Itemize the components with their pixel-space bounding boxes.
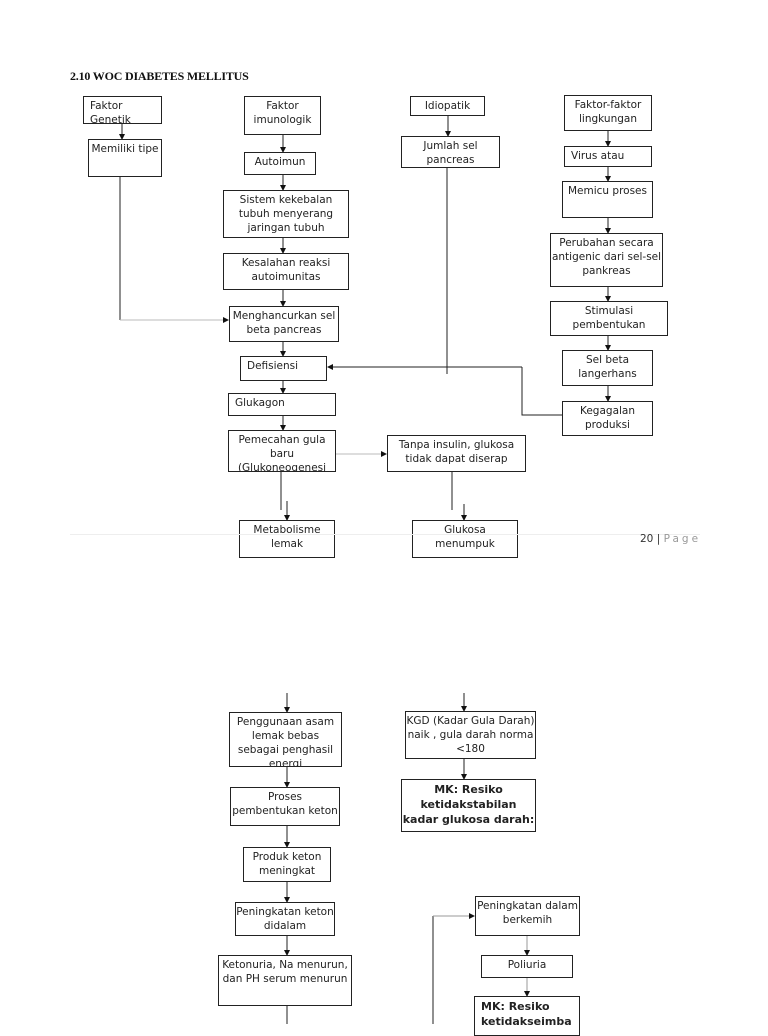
box-kegagalan-produksi: Kegagalan produksi: [562, 401, 653, 436]
box-mk-ketidakstabilan-glukosa: MK: Resiko ketidakstabilan kadar glukosa…: [401, 779, 536, 832]
page-divider: [70, 534, 700, 535]
box-perubahan-antigenic: Perubahan secara antigenic dari sel-sel …: [550, 233, 663, 287]
box-jumlah-sel: Jumlah sel pancreas: [401, 136, 500, 168]
page-number: 20 | Page: [640, 533, 701, 545]
document-heading: 2.10 WOC DIABETES MELLITUS: [70, 69, 249, 83]
box-penggunaan-asam-lemak: Penggunaan asam lemak bebas sebagai peng…: [229, 712, 342, 767]
box-poliuria: Poliuria: [481, 955, 573, 978]
box-sel-beta-langerhans: Sel beta langerhans: [562, 350, 653, 386]
box-proses-keton: Proses pembentukan keton: [230, 787, 340, 826]
box-idiopatik: Idiopatik: [410, 96, 485, 116]
box-virus-atau: Virus atau: [564, 146, 652, 167]
box-menghancurkan-sel-beta: Menghancurkan sel beta pancreas: [229, 306, 339, 342]
box-glukagon: Glukagon: [228, 393, 336, 416]
box-defisiensi: Defisiensi: [240, 356, 327, 381]
box-memicu-proses: Memicu proses: [562, 181, 653, 218]
box-metabolisme-lemak: Metabolisme lemak: [239, 520, 335, 558]
box-sistem-kekebalan: Sistem kekebalan tubuh menyerang jaringa…: [223, 190, 349, 238]
box-produk-keton: Produk keton meningkat: [243, 847, 331, 882]
box-ketonuria: Ketonuria, Na menurun, dan PH serum menu…: [218, 955, 352, 1006]
page-number-value: 20: [640, 533, 654, 545]
box-faktor-lingkungan: Faktor-faktor lingkungan: [564, 95, 652, 131]
box-memiliki-tipe: Memiliki tipe: [88, 139, 162, 177]
box-autoimun: Autoimun: [244, 152, 316, 175]
box-glukosa-menumpuk: Glukosa menumpuk: [412, 520, 518, 558]
page-label: Page: [663, 533, 702, 545]
box-tanpa-insulin: Tanpa insulin, glukosa tidak dapat diser…: [387, 435, 526, 472]
box-mk-ketidakseimbangan: MK: Resiko ketidakseimba: [474, 996, 580, 1036]
box-peningkatan-keton: Peningkatan keton didalam: [235, 902, 335, 936]
box-peningkatan-berkemih: Peningkatan dalam berkemih: [475, 896, 580, 936]
box-kesalahan-reaksi: Kesalahan reaksi autoimunitas: [223, 253, 349, 290]
box-faktor-imunologik: Faktor imunologik: [244, 96, 321, 135]
box-faktor-genetik: Faktor Genetik: [83, 96, 162, 124]
box-stimulasi: Stimulasi pembentukan: [550, 301, 668, 336]
box-pemecahan-gula: Pemecahan gula baru (Glukoneogenesi: [228, 430, 336, 472]
page-number-separator: |: [656, 533, 661, 545]
box-kgd: KGD (Kadar Gula Darah) naik , gula darah…: [405, 711, 536, 759]
